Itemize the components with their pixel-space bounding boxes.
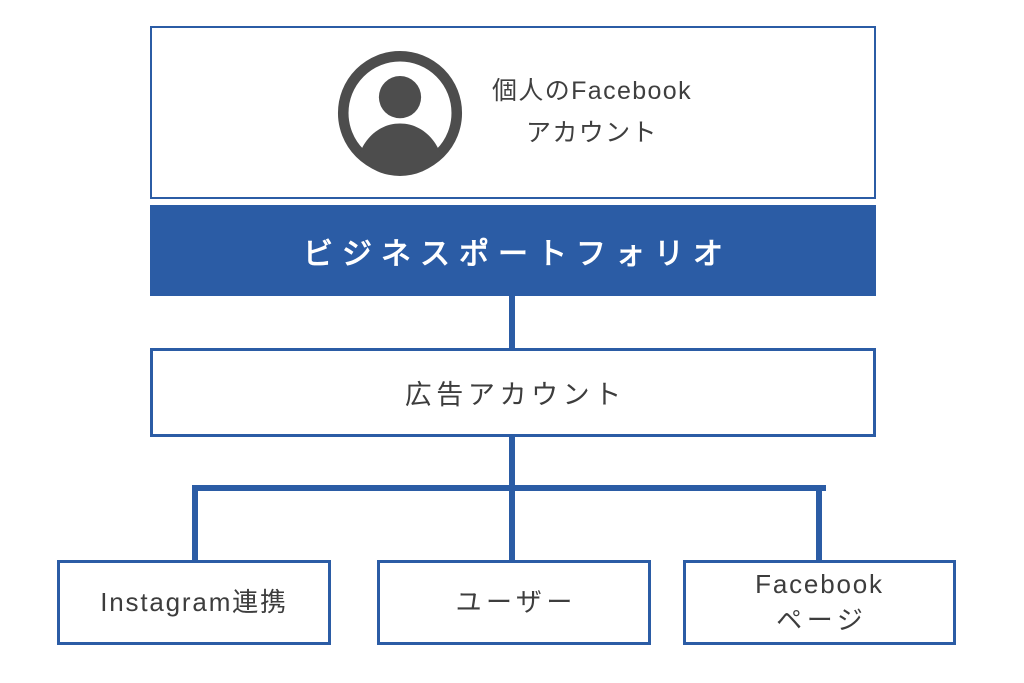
account-card-label: 個人のFacebook アカウント [492, 71, 692, 154]
account-label-line1: 個人のFacebook [492, 77, 692, 106]
node-business-portfolio[interactable]: ビジネスポートフォリオ [150, 205, 876, 296]
users-label: ユーザー [455, 586, 577, 617]
connector-bus-to-users [509, 485, 515, 564]
connector-portfolio-to-ad-account [509, 296, 515, 352]
facebook-page-label-line1: Facebook [755, 569, 884, 600]
connector-bus-to-facebook-page [816, 485, 822, 564]
user-avatar-icon [334, 47, 466, 179]
node-personal-facebook-account[interactable]: 個人のFacebook アカウント [150, 26, 876, 199]
facebook-page-label: Facebook ページ [755, 567, 884, 637]
node-facebook-page[interactable]: Facebook ページ [683, 560, 956, 645]
node-instagram-linkage[interactable]: Instagram連携 [57, 560, 331, 645]
facebook-page-label-line2: ページ [776, 604, 868, 635]
instagram-linkage-label: Instagram連携 [100, 586, 288, 617]
account-label-line2: アカウント [526, 118, 658, 147]
business-portfolio-label: ビジネスポートフォリオ [303, 237, 732, 271]
node-ad-account[interactable]: 広告アカウント [150, 348, 876, 437]
node-users[interactable]: ユーザー [377, 560, 651, 645]
account-card-content: 個人のFacebook アカウント [334, 47, 692, 179]
connector-ad-account-to-bus [509, 433, 515, 491]
ad-account-label: 広告アカウント [404, 380, 626, 410]
connector-bus-to-instagram [192, 485, 198, 564]
